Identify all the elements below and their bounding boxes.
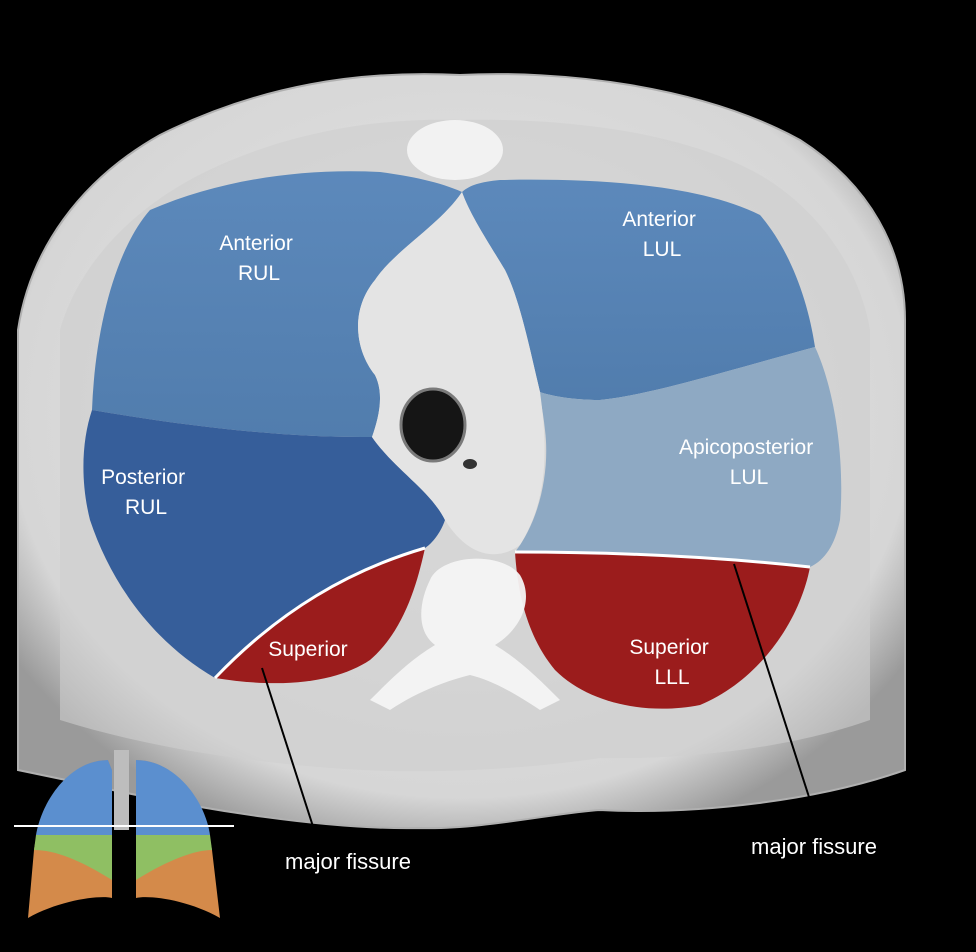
label-superior-lll: Superior LLL — [629, 636, 714, 689]
label-superior-rll: Superior — [268, 638, 347, 661]
trachea — [399, 387, 467, 463]
esophagus — [463, 459, 477, 469]
segment-superior-lll — [515, 552, 810, 709]
segment-posterior-rul — [83, 410, 446, 678]
segment-apicoposterior-lul — [515, 347, 842, 567]
sternum — [407, 120, 503, 180]
mediastinum — [358, 192, 545, 555]
right-major-fissure-line — [213, 546, 426, 680]
label-major-fissure-left: major fissure — [751, 834, 877, 859]
label-anterior-lul: Anterior LUL — [622, 208, 701, 261]
lung-inset-icon — [14, 750, 234, 918]
segment-anterior-lul — [462, 179, 815, 400]
left-major-fissure-line — [514, 550, 811, 569]
segment-superior-rll — [215, 548, 425, 684]
vertebra — [370, 558, 560, 710]
callout-line-right — [261, 667, 319, 843]
label-major-fissure-right: major fissure — [285, 849, 411, 874]
label-anterior-rul: Anterior RUL — [219, 232, 298, 285]
callout-line-left — [733, 563, 819, 826]
label-apicoposterior-lul: Apicoposterior LUL — [679, 436, 819, 489]
segment-anterior-rul — [92, 171, 462, 438]
label-posterior-rul: Posterior RUL — [101, 466, 191, 519]
